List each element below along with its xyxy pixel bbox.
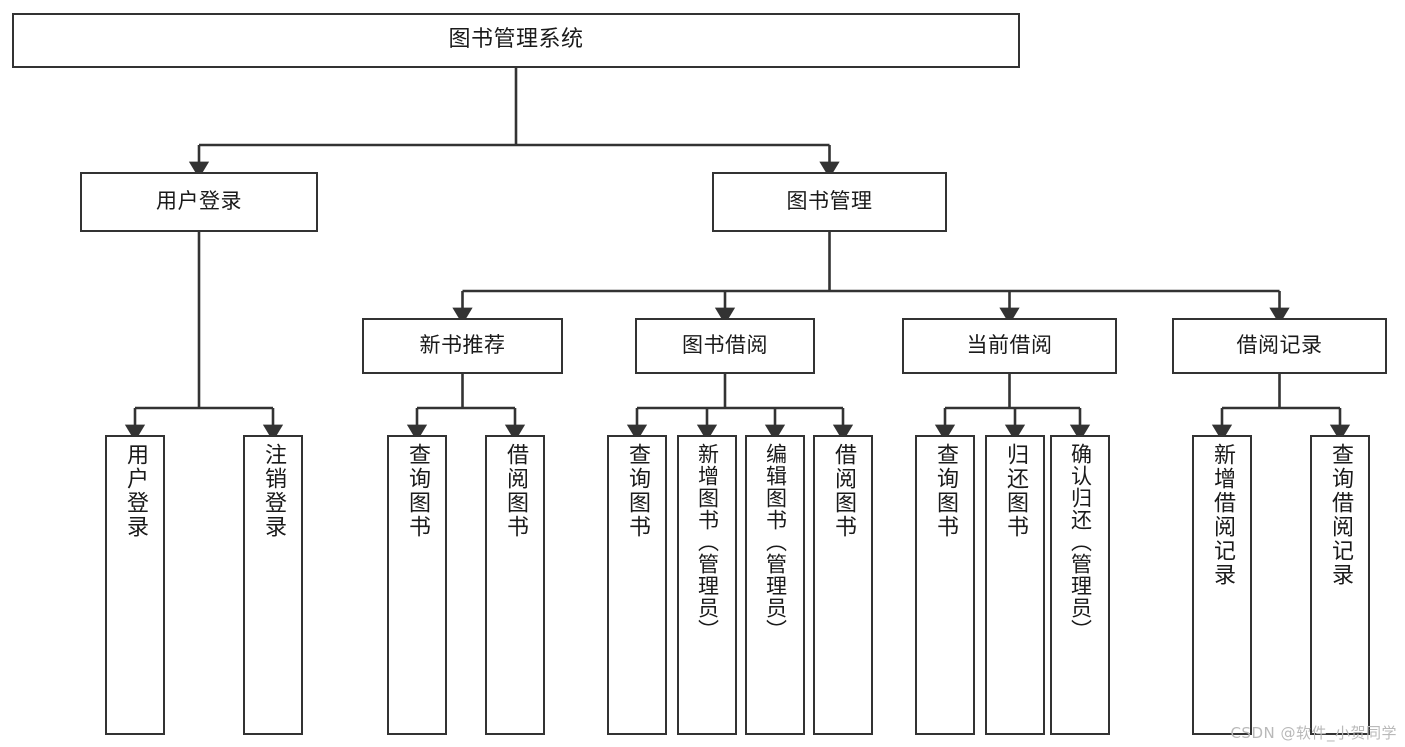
node-book-borrow[interactable]: 图书借阅 bbox=[635, 318, 815, 374]
node-book-manage-label: 图书管理 bbox=[786, 189, 873, 214]
node-leaf-query-record[interactable]: 查询借阅记录 bbox=[1310, 435, 1370, 735]
node-leaf-edit-book-label: 编辑图书（管理员） bbox=[763, 443, 788, 641]
node-leaf-query-book-borrow[interactable]: 查询图书 bbox=[607, 435, 667, 735]
node-leaf-confirm-return[interactable]: 确认归还（管理员） bbox=[1050, 435, 1110, 735]
node-leaf-borrow-book[interactable]: 借阅图书 bbox=[813, 435, 873, 735]
node-leaf-logout-label: 注销登录 bbox=[261, 443, 286, 539]
node-user-login-label: 用户登录 bbox=[156, 189, 242, 214]
node-new-book-rec-label: 新书推荐 bbox=[419, 333, 506, 358]
node-current-borrow[interactable]: 当前借阅 bbox=[902, 318, 1117, 374]
node-leaf-query-record-label: 查询借阅记录 bbox=[1328, 443, 1353, 587]
node-borrow-record[interactable]: 借阅记录 bbox=[1172, 318, 1387, 374]
node-leaf-user-login-label: 用户登录 bbox=[123, 443, 148, 539]
node-leaf-return-book-label: 归还图书 bbox=[1003, 443, 1028, 539]
node-leaf-edit-book[interactable]: 编辑图书（管理员） bbox=[745, 435, 805, 735]
node-root-label: 图书管理系统 bbox=[448, 27, 584, 53]
node-new-book-rec[interactable]: 新书推荐 bbox=[362, 318, 563, 374]
node-current-borrow-label: 当前借阅 bbox=[966, 333, 1053, 358]
node-leaf-query-book-rec[interactable]: 查询图书 bbox=[387, 435, 447, 735]
node-leaf-query-book-cur-label: 查询图书 bbox=[933, 443, 958, 539]
node-user-login[interactable]: 用户登录 bbox=[80, 172, 318, 232]
node-leaf-add-book[interactable]: 新增图书（管理员） bbox=[677, 435, 737, 735]
node-leaf-borrow-book-rec-label: 借阅图书 bbox=[503, 443, 528, 539]
node-book-borrow-label: 图书借阅 bbox=[682, 333, 768, 358]
node-leaf-add-record-label: 新增借阅记录 bbox=[1210, 443, 1235, 587]
node-leaf-add-book-label: 新增图书（管理员） bbox=[695, 443, 720, 641]
node-leaf-add-record[interactable]: 新增借阅记录 bbox=[1192, 435, 1252, 735]
node-leaf-borrow-book-rec[interactable]: 借阅图书 bbox=[485, 435, 545, 735]
node-leaf-confirm-return-label: 确认归还（管理员） bbox=[1068, 443, 1093, 641]
watermark-text: CSDN @软件_小贺同学 bbox=[1230, 724, 1397, 742]
node-leaf-query-book-borrow-label: 查询图书 bbox=[625, 443, 650, 539]
node-borrow-record-label: 借阅记录 bbox=[1236, 333, 1323, 358]
node-leaf-query-book-cur[interactable]: 查询图书 bbox=[915, 435, 975, 735]
node-root[interactable]: 图书管理系统 bbox=[12, 13, 1020, 68]
node-leaf-user-login[interactable]: 用户登录 bbox=[105, 435, 165, 735]
node-leaf-return-book[interactable]: 归还图书 bbox=[985, 435, 1045, 735]
node-leaf-query-book-rec-label: 查询图书 bbox=[405, 443, 430, 539]
node-book-manage[interactable]: 图书管理 bbox=[712, 172, 947, 232]
node-leaf-borrow-book-label: 借阅图书 bbox=[831, 443, 856, 539]
node-leaf-logout[interactable]: 注销登录 bbox=[243, 435, 303, 735]
